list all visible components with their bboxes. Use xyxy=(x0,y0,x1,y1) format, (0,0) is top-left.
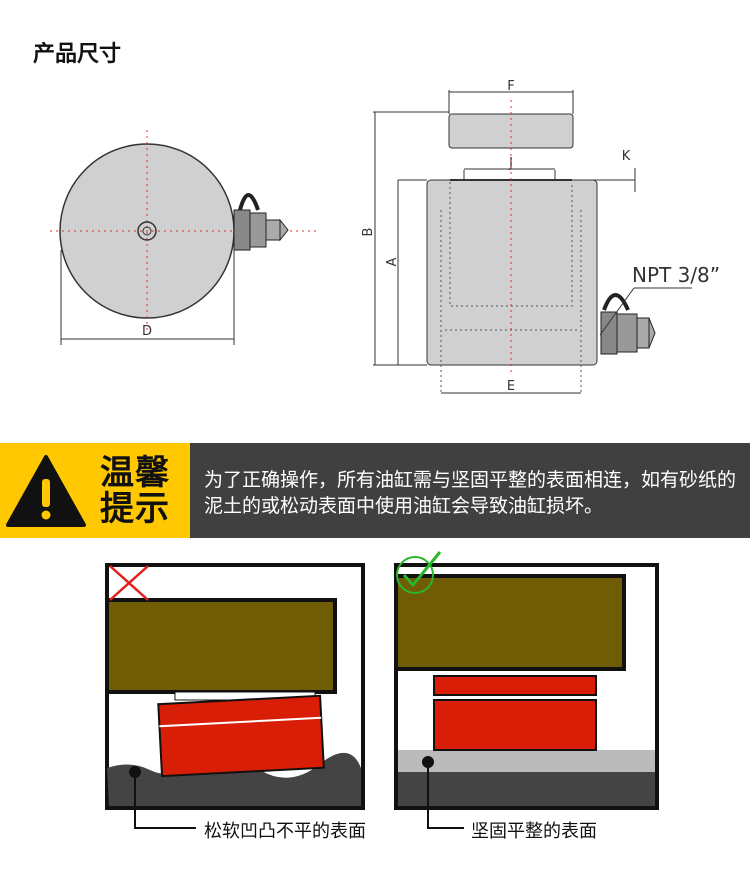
dim-F: F xyxy=(507,79,514,94)
good-example xyxy=(394,551,659,829)
dimension-drawing: D F J K E B xyxy=(50,79,720,395)
dim-B: B xyxy=(361,228,376,237)
side-view: F J K E B A xyxy=(361,79,720,395)
dim-E: E xyxy=(507,379,515,394)
port-label: NPT 3/8” xyxy=(632,263,720,287)
dim-A: A xyxy=(385,257,400,266)
warning-badge: 温馨 提示 xyxy=(0,443,190,538)
warning-title-line1: 温馨 xyxy=(100,453,170,493)
top-view: D xyxy=(50,130,320,345)
cross-icon xyxy=(109,565,149,601)
warning-title-line2: 提示 xyxy=(100,489,170,529)
dim-D: D xyxy=(142,324,152,339)
warning-banner: 温馨 提示 为了正确操作，所有油缸需与坚固平整的表面相连，如有砂纸的泥土的或松动… xyxy=(0,443,750,538)
dim-J: J xyxy=(508,156,513,171)
section-title: 产品尺寸 xyxy=(33,42,122,67)
warning-title: 温馨 提示 xyxy=(100,455,180,527)
check-icon xyxy=(396,556,434,594)
dim-K: K xyxy=(622,149,631,164)
bad-example xyxy=(105,563,365,829)
warning-text: 为了正确操作，所有油缸需与坚固平整的表面相连，如有砂纸的泥土的或松动表面中使用油… xyxy=(204,469,737,517)
good-surface-label: 坚固平整的表面 xyxy=(471,821,597,842)
warning-text-panel: 为了正确操作，所有油缸需与坚固平整的表面相连，如有砂纸的泥土的或松动表面中使用油… xyxy=(190,443,750,538)
bad-surface-label: 松软凹凸不平的表面 xyxy=(204,821,366,842)
warning-triangle-icon xyxy=(6,455,86,527)
